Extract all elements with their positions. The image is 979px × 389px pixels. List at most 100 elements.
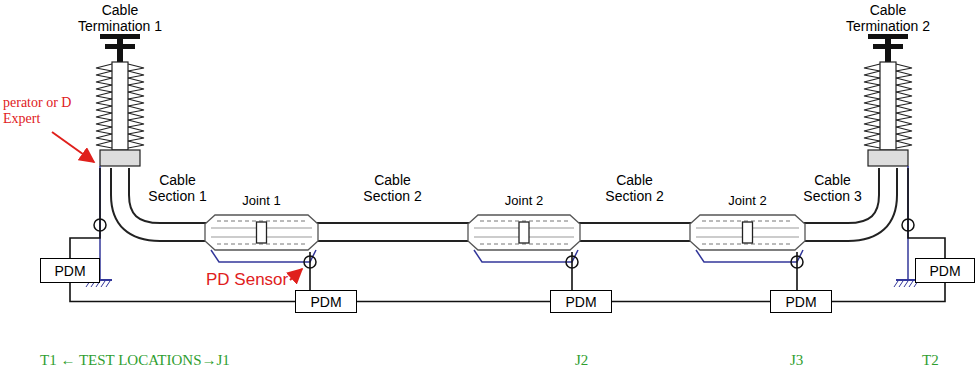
insulator-shed	[864, 64, 880, 71]
cable-joint: Joint 2	[690, 193, 805, 252]
insulator-shed	[896, 85, 912, 92]
pd-monitor-box: PDM	[770, 290, 832, 313]
node-text: PDM	[565, 294, 596, 310]
signal-wire	[571, 252, 573, 290]
insulator-shed	[896, 127, 912, 134]
insulator-shed	[96, 99, 112, 106]
insulator-shed	[864, 127, 880, 134]
cable-joint: Joint 2	[468, 193, 580, 252]
sensor-callout: PD Sensor	[206, 272, 288, 288]
insulator-shed	[896, 134, 912, 141]
ground-hatch	[904, 281, 908, 287]
signal-wire	[309, 252, 311, 290]
insulator-shed	[96, 134, 112, 141]
joint-connector	[743, 222, 753, 243]
insulator-shed	[96, 113, 112, 120]
insulator-shed	[128, 64, 144, 71]
termination-cap	[100, 34, 140, 39]
insulator-shed	[128, 120, 144, 127]
operator-arrow	[52, 132, 94, 162]
insulator-shed	[96, 141, 112, 148]
cable-termination: Cable Termination 2	[838, 2, 938, 168]
test-location: J2	[575, 352, 588, 368]
ground-hatch	[101, 281, 105, 287]
insulator-shed	[896, 71, 912, 78]
signal-wire	[357, 301, 550, 303]
termination-stem	[885, 39, 891, 63]
pd-monitor-box: PDM	[295, 290, 357, 313]
insulator-shed	[128, 106, 144, 113]
termination-cap	[868, 34, 908, 39]
signal-wire	[612, 301, 770, 303]
joint-body	[205, 215, 318, 250]
insulator-shed	[96, 64, 112, 71]
node-text: Joint 2	[468, 193, 580, 208]
signal-wire	[832, 283, 945, 302]
cable-section-label: Cable Section 3	[795, 172, 870, 204]
insulator-shed	[896, 106, 912, 113]
cable-termination: Cable Termination 1	[70, 2, 170, 168]
node-text: Cable Termination 1	[70, 2, 170, 34]
insulator-shed	[96, 71, 112, 78]
insulator-shed	[96, 85, 112, 92]
insulator-shed	[96, 106, 112, 113]
joint-connector	[257, 222, 267, 243]
joint-body	[468, 215, 580, 250]
insulator-shed	[896, 99, 912, 106]
node-text: PDM	[929, 263, 960, 279]
signal-wire	[70, 168, 100, 258]
insulator-shed	[128, 99, 144, 106]
insulator-shed	[864, 113, 880, 120]
bonding-lead	[211, 250, 316, 262]
cable-section-label: Cable Section 2	[355, 172, 430, 204]
bonding-lead	[696, 250, 803, 262]
test-location: T2	[922, 352, 939, 368]
insulator-shed	[864, 134, 880, 141]
insulator-shed	[96, 120, 112, 127]
operator-note: perator or D Expert	[3, 95, 73, 127]
node-text: Joint 1	[205, 193, 318, 208]
cable-joint: Joint 1	[205, 193, 318, 252]
insulator-shed	[128, 85, 144, 92]
insulator-shed	[128, 113, 144, 120]
insulators	[96, 34, 912, 166]
insulator-shed	[128, 134, 144, 141]
cable-section-label: Cable Section 2	[597, 172, 672, 204]
insulator-shed	[896, 120, 912, 127]
insulator-shed	[128, 92, 144, 99]
termination-base	[100, 150, 140, 166]
pd-monitor-box: PDM	[40, 258, 100, 283]
ground-hatch	[909, 281, 913, 287]
insulator-shed	[96, 78, 112, 85]
insulator-core	[880, 62, 896, 150]
insulator-shed	[96, 127, 112, 134]
insulator-shed	[864, 106, 880, 113]
pd-monitor-box: PDM	[550, 290, 612, 313]
signal-wire	[908, 168, 945, 258]
bonding-lead	[474, 250, 578, 262]
insulator-shed	[864, 71, 880, 78]
ground-leads	[86, 166, 920, 287]
insulator-shed	[128, 71, 144, 78]
insulator-shed	[864, 120, 880, 127]
signal-wire	[796, 252, 798, 290]
joint-connector	[519, 222, 529, 243]
joint-bodies	[205, 215, 805, 268]
insulator-shed	[896, 64, 912, 71]
cable-section-label: Cable Section 1	[140, 172, 215, 204]
termination-stem	[117, 39, 123, 63]
node-text: PDM	[785, 294, 816, 310]
insulator-shed	[864, 78, 880, 85]
insulator-shed	[864, 99, 880, 106]
node-text: Joint 2	[690, 193, 805, 208]
insulator-shed	[896, 78, 912, 85]
node-text: PDM	[310, 294, 341, 310]
insulator-shed	[896, 141, 912, 148]
sensor-arrow	[290, 269, 302, 280]
insulator-shed	[864, 141, 880, 148]
test-location: J3	[790, 352, 803, 368]
pd-monitor-box: PDM	[915, 258, 975, 283]
termination-base	[868, 150, 908, 166]
insulator-shed	[896, 113, 912, 120]
test-location: T1 ← TEST LOCATIONS→J1	[40, 352, 230, 368]
